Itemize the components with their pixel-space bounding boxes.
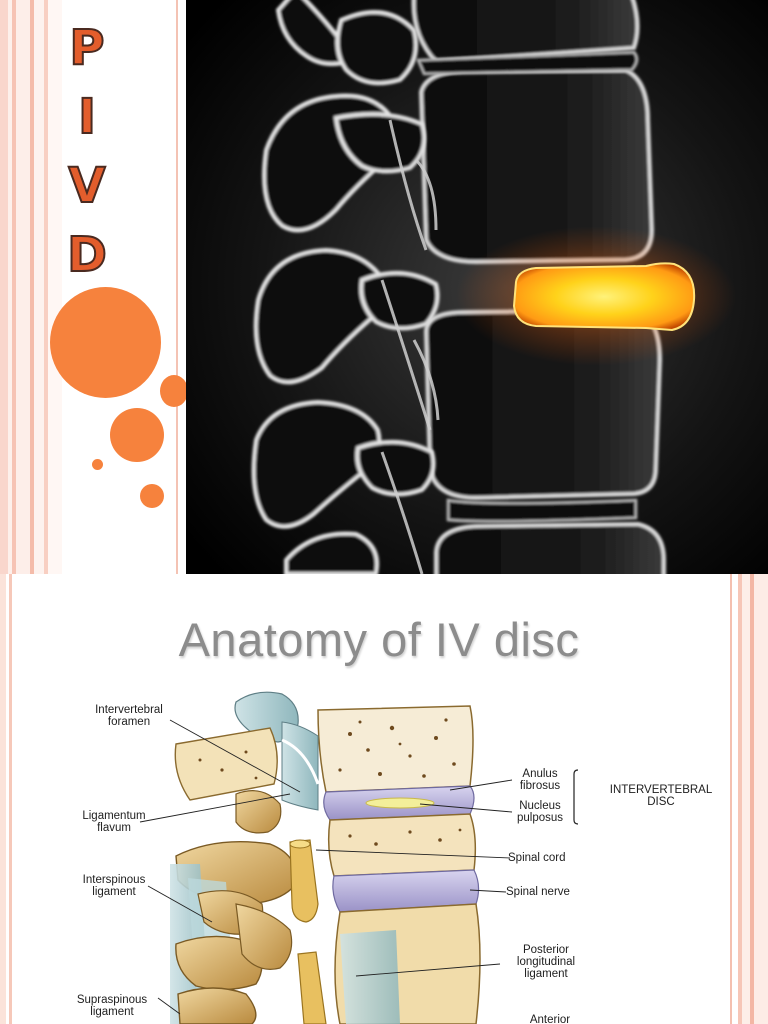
- label-line: Interspinous: [82, 874, 146, 886]
- spine-illustration: [186, 0, 768, 574]
- label-line: Anulus: [522, 768, 558, 780]
- label-spinal-cord: Spinal cord: [508, 852, 566, 864]
- decorative-circle-medium: [110, 408, 164, 462]
- decorative-stripes-left: [0, 574, 22, 1024]
- decorative-circle-large: [50, 287, 161, 398]
- title-letter-v: V: [67, 157, 106, 215]
- slide-pivd: P I V D: [0, 0, 768, 574]
- label-spinal-nerve: Spinal nerve: [506, 886, 570, 898]
- decorative-circle-tiny: [92, 459, 103, 470]
- label-nucleus-pulposus: Nucleus pulposus: [510, 800, 570, 824]
- label-line: fibrosus: [519, 780, 561, 792]
- divider-line: [730, 574, 732, 1024]
- label-line: INTERVERTEBRAL: [609, 784, 713, 796]
- label-anterior: Anterior: [529, 1014, 571, 1024]
- label-supraspinous-ligament: Supraspinous ligament: [60, 994, 164, 1018]
- label-line: Intervertebral: [95, 704, 163, 716]
- decorative-stripes: [0, 0, 62, 574]
- label-line: longitudinal: [516, 956, 576, 968]
- divider-line: [176, 0, 178, 574]
- decorative-circle-edge: [160, 375, 188, 407]
- label-posterior-longitudinal-ligament: Posterior longitudinal ligament: [496, 944, 596, 980]
- label-line: DISC: [647, 796, 675, 808]
- label-line: Posterior: [522, 944, 570, 956]
- label-line: ligament: [92, 886, 136, 898]
- slide-title: Anatomy of IV disc: [178, 613, 580, 666]
- title-letter-d: D: [66, 226, 108, 284]
- label-line: Supraspinous: [76, 994, 148, 1006]
- decorative-stripes-right: [734, 574, 768, 1024]
- title-letter-i: I: [77, 88, 97, 146]
- label-line: ligament: [524, 968, 568, 980]
- slide-anatomy: Anatomy of IV disc: [0, 574, 768, 1024]
- spine-xray-image: [186, 0, 768, 574]
- label-intervertebral-disc: INTERVERTEBRAL DISC: [586, 784, 736, 808]
- iv-disc-anatomy-diagram: [139, 691, 579, 1024]
- label-anulus-fibrosus: Anulus fibrosus: [510, 768, 570, 792]
- label-ligamentum-flavum: Ligamentum flavum: [64, 810, 164, 834]
- label-line: pulposus: [516, 812, 564, 824]
- label-line: foramen: [107, 716, 151, 728]
- decorative-circle-small: [140, 484, 164, 508]
- title-letter-p: P: [68, 19, 105, 77]
- label-interspinous-ligament: Interspinous ligament: [64, 874, 164, 898]
- label-line: Nucleus: [519, 800, 561, 812]
- label-line: Ligamentum: [82, 810, 146, 822]
- label-intervertebral-foramen: Intervertebral foramen: [74, 704, 184, 728]
- label-line: flavum: [97, 822, 131, 834]
- slide-title-vertical: P I V D: [62, 14, 112, 290]
- label-line: ligament: [90, 1006, 134, 1018]
